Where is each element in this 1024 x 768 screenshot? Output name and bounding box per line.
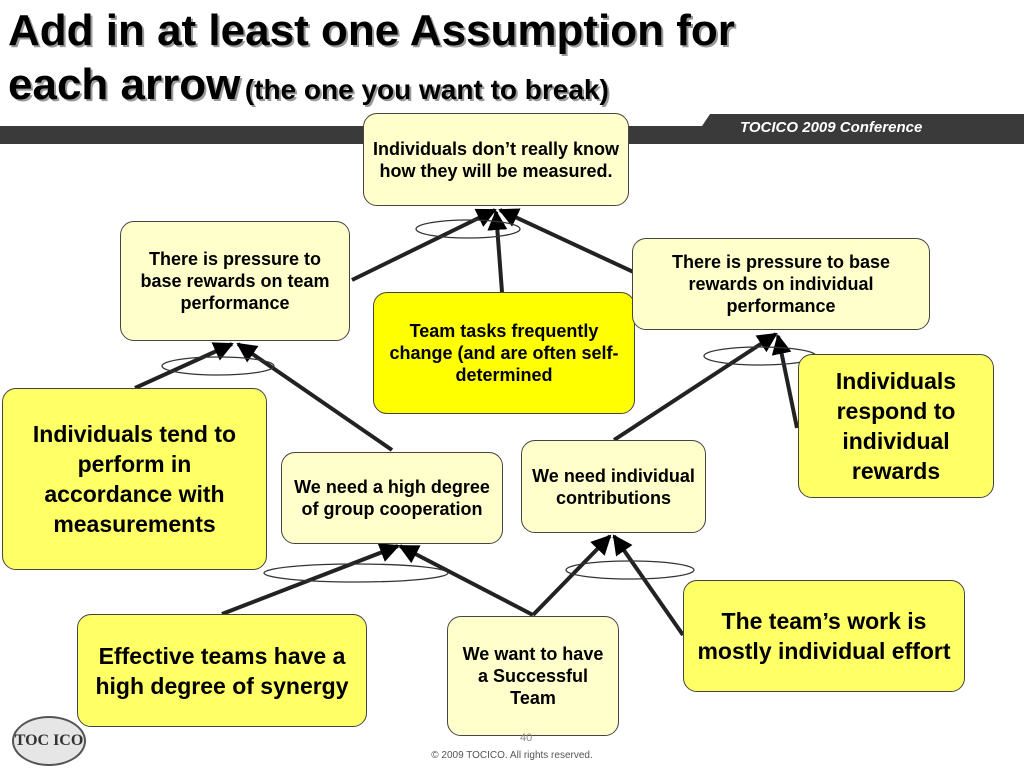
- box-individuals-perform: Individuals tend to perform in accordanc…: [2, 388, 267, 570]
- arrow-success-to-cooperation: [398, 544, 534, 617]
- assumption-ellipse-contributions: [565, 560, 695, 580]
- arrow-respond-to-pressure-individual: [771, 334, 799, 429]
- title-line-2: each arrow: [8, 60, 241, 109]
- slide-title: Add in at least one Assumption for each …: [8, 4, 988, 122]
- box-individual-contributions: We need individual contributions: [521, 440, 706, 533]
- assumption-ellipse-top: [415, 219, 521, 239]
- assumption-ellipse-pressure-team: [161, 356, 275, 376]
- conference-label: TOCICO 2009 Conference: [740, 119, 923, 136]
- box-group-cooperation: We need a high degree of group cooperati…: [281, 452, 503, 544]
- arrow-team-tasks-to-top: [487, 210, 508, 293]
- arrow-individual-effort-to-contributions: [612, 534, 685, 637]
- arrow-pressure-team-to-top: [351, 208, 497, 282]
- arrow-perform-to-pressure-team: [134, 342, 234, 390]
- header-band-tab: [690, 114, 1024, 144]
- box-pressure-team: There is pressure to base rewards on tea…: [120, 221, 350, 341]
- box-top-individuals-dont-know: Individuals don’t really know how they w…: [363, 113, 629, 206]
- arrow-success-to-contributions: [531, 534, 612, 617]
- box-team-tasks: Team tasks frequently change (and are of…: [373, 292, 635, 414]
- arrow-cooperation-to-pressure-team: [236, 342, 394, 452]
- copyright-notice: © 2009 TOCICO. All rights reserved.: [431, 750, 593, 761]
- box-successful-team: We want to have a Successful Team: [447, 616, 619, 736]
- title-line-1: Add in at least one Assumption for: [8, 6, 735, 55]
- assumption-ellipse-cooperation: [263, 563, 449, 583]
- title-subtitle: (the one you want to break): [244, 74, 609, 105]
- arrow-contributions-to-pressure-individual: [612, 332, 778, 442]
- box-teams-work: The team’s work is mostly individual eff…: [683, 580, 965, 692]
- box-effective-teams: Effective teams have a high degree of sy…: [77, 614, 367, 727]
- arrow-pressure-individual-to-top: [498, 208, 643, 278]
- box-pressure-individual: There is pressure to base rewards on ind…: [632, 238, 930, 330]
- tocico-logo: TOC ICO: [12, 716, 86, 766]
- arrow-synergy-to-cooperation: [221, 543, 400, 616]
- box-individuals-respond: Individuals respond to individual reward…: [798, 354, 994, 498]
- page-number: 40: [520, 732, 533, 744]
